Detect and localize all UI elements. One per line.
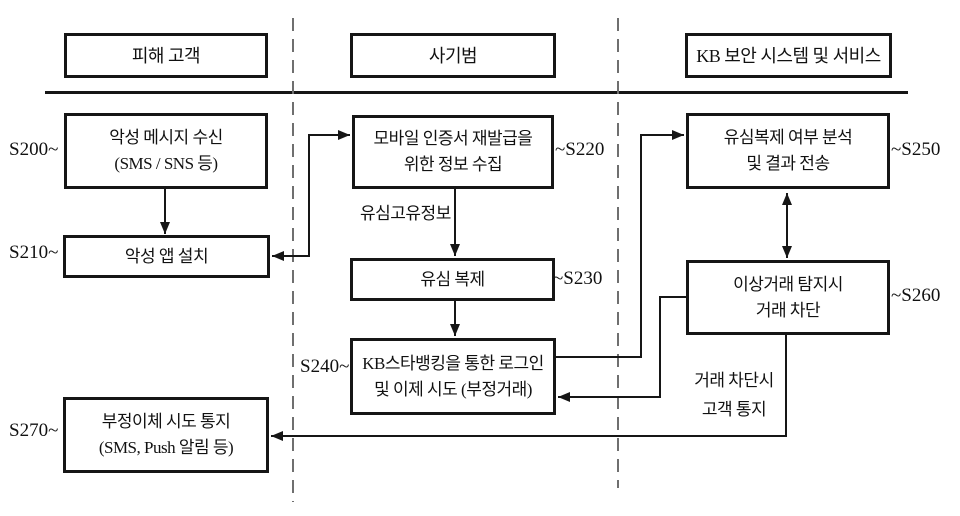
header-separator-line xyxy=(45,91,908,94)
node-s250-line1: 유심복제 여부 분석 xyxy=(723,128,853,147)
node-s230-line1: 유심 복제 xyxy=(420,269,485,289)
lane-header-victim-customer: 피해 고객 xyxy=(64,33,268,78)
edge-label-customer-notice-on-block: 거래 차단시 고객 통지 xyxy=(684,366,784,424)
edge-label-usim-unique-info: 유심고유정보 xyxy=(360,204,451,223)
node-s270-fraud-transfer-notification: 부정이체 시도 통지 (SMS, Push 알림 등) xyxy=(63,397,269,473)
node-s200-line2: (SMS / SNS 등) xyxy=(114,154,218,173)
node-s220-line2: 위한 정보 수집 xyxy=(403,155,503,174)
edge-s240-to-s250 xyxy=(556,130,684,358)
step-label-s270: S270~ xyxy=(9,420,59,441)
node-s220-line1: 모바일 인증서 재발급을 xyxy=(373,129,533,148)
lane-header-kb-security: KB 보안 시스템 및 서비스 xyxy=(685,33,892,78)
lane-header-kb-security-label: KB 보안 시스템 및 서비스 xyxy=(696,45,881,66)
step-label-s250: ~S250 xyxy=(891,139,941,160)
step-label-s230: ~S230 xyxy=(553,268,603,289)
edge-s260-to-s270 xyxy=(271,335,787,441)
step-label-s200: S200~ xyxy=(9,139,59,160)
node-s240-line1: KB스타뱅킹을 통한 로그인 xyxy=(362,353,544,373)
node-s230-usim-cloning: 유심 복제 xyxy=(350,258,555,301)
node-s200-line1: 악성 메시지 수신 xyxy=(109,128,223,147)
node-s260-line2: 거래 차단 xyxy=(755,300,821,320)
step-label-s260: ~S260 xyxy=(891,285,941,306)
node-s260-block-abnormal-transaction: 이상거래 탐지시 거래 차단 xyxy=(686,260,890,335)
edge-s210-to-s220 xyxy=(308,130,350,256)
edge-s220-to-s210 xyxy=(272,135,310,261)
edge-s260-to-s240 xyxy=(558,296,686,402)
node-s250-usim-clone-analysis: 유심복제 여부 분석 및 결과 전송 xyxy=(686,113,890,189)
node-s250-line2: 및 결과 전송 xyxy=(746,154,830,173)
lane-divider-right xyxy=(617,18,619,488)
lane-header-fraudster: 사기범 xyxy=(350,33,556,78)
step-label-s220: ~S220 xyxy=(555,139,605,160)
node-s220-collect-info-for-certificate-reissue: 모바일 인증서 재발급을 위한 정보 수집 xyxy=(352,115,554,189)
edge-label-customer-notice-line2: 고객 통지 xyxy=(701,400,767,419)
lane-divider-left xyxy=(292,18,294,502)
lane-header-fraudster-label: 사기범 xyxy=(428,45,478,66)
node-s210-malicious-app-installed: 악성 앱 설치 xyxy=(63,235,270,278)
node-s260-line1: 이상거래 탐지시 xyxy=(733,274,843,294)
node-s240-line2: 및 이제 시도 (부정거래) xyxy=(374,379,532,399)
node-s270-line2: (SMS, Push 알림 등) xyxy=(98,438,234,457)
node-s200-malicious-message-received: 악성 메시지 수신 (SMS / SNS 등) xyxy=(64,113,268,189)
lane-header-victim-customer-label: 피해 고객 xyxy=(131,45,201,66)
edge-label-customer-notice-line1: 거래 차단시 xyxy=(694,371,774,390)
node-s240-login-and-transfer-attempt: KB스타뱅킹을 통한 로그인 및 이제 시도 (부정거래) xyxy=(350,338,556,415)
step-label-s240: S240~ xyxy=(300,356,350,377)
node-s210-line1: 악성 앱 설치 xyxy=(124,246,209,266)
node-s270-line1: 부정이체 시도 통지 xyxy=(101,412,231,431)
step-label-s210: S210~ xyxy=(9,242,59,263)
